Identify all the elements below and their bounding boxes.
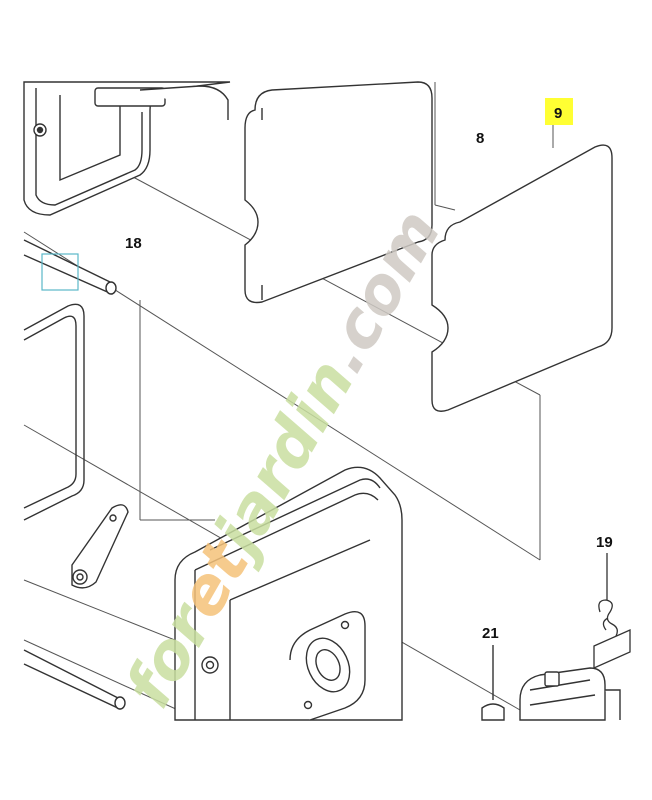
spring-part-19: [593, 553, 631, 670]
selection-box[interactable]: [41, 253, 79, 291]
part-label-18[interactable]: 18: [125, 235, 142, 252]
carburetor-body-part: [174, 466, 403, 721]
part-label-19[interactable]: 19: [596, 534, 613, 551]
part-label-21[interactable]: 21: [482, 625, 499, 642]
part-label-9[interactable]: 9: [554, 105, 562, 122]
filter-housing-part: [23, 81, 231, 216]
clip-part-21: [481, 645, 505, 721]
bracket-arm-part: [71, 504, 129, 589]
primer-bulb-part: [519, 667, 621, 721]
pin-part-18: [23, 239, 117, 295]
filter-panel-part-9: [431, 144, 613, 412]
filter-element-part-8: [244, 81, 433, 304]
part-label-8[interactable]: 8: [476, 130, 484, 147]
part-label-9-highlight: [545, 98, 573, 125]
gasket-frame-part: [23, 303, 85, 521]
rod-part: [23, 649, 126, 710]
